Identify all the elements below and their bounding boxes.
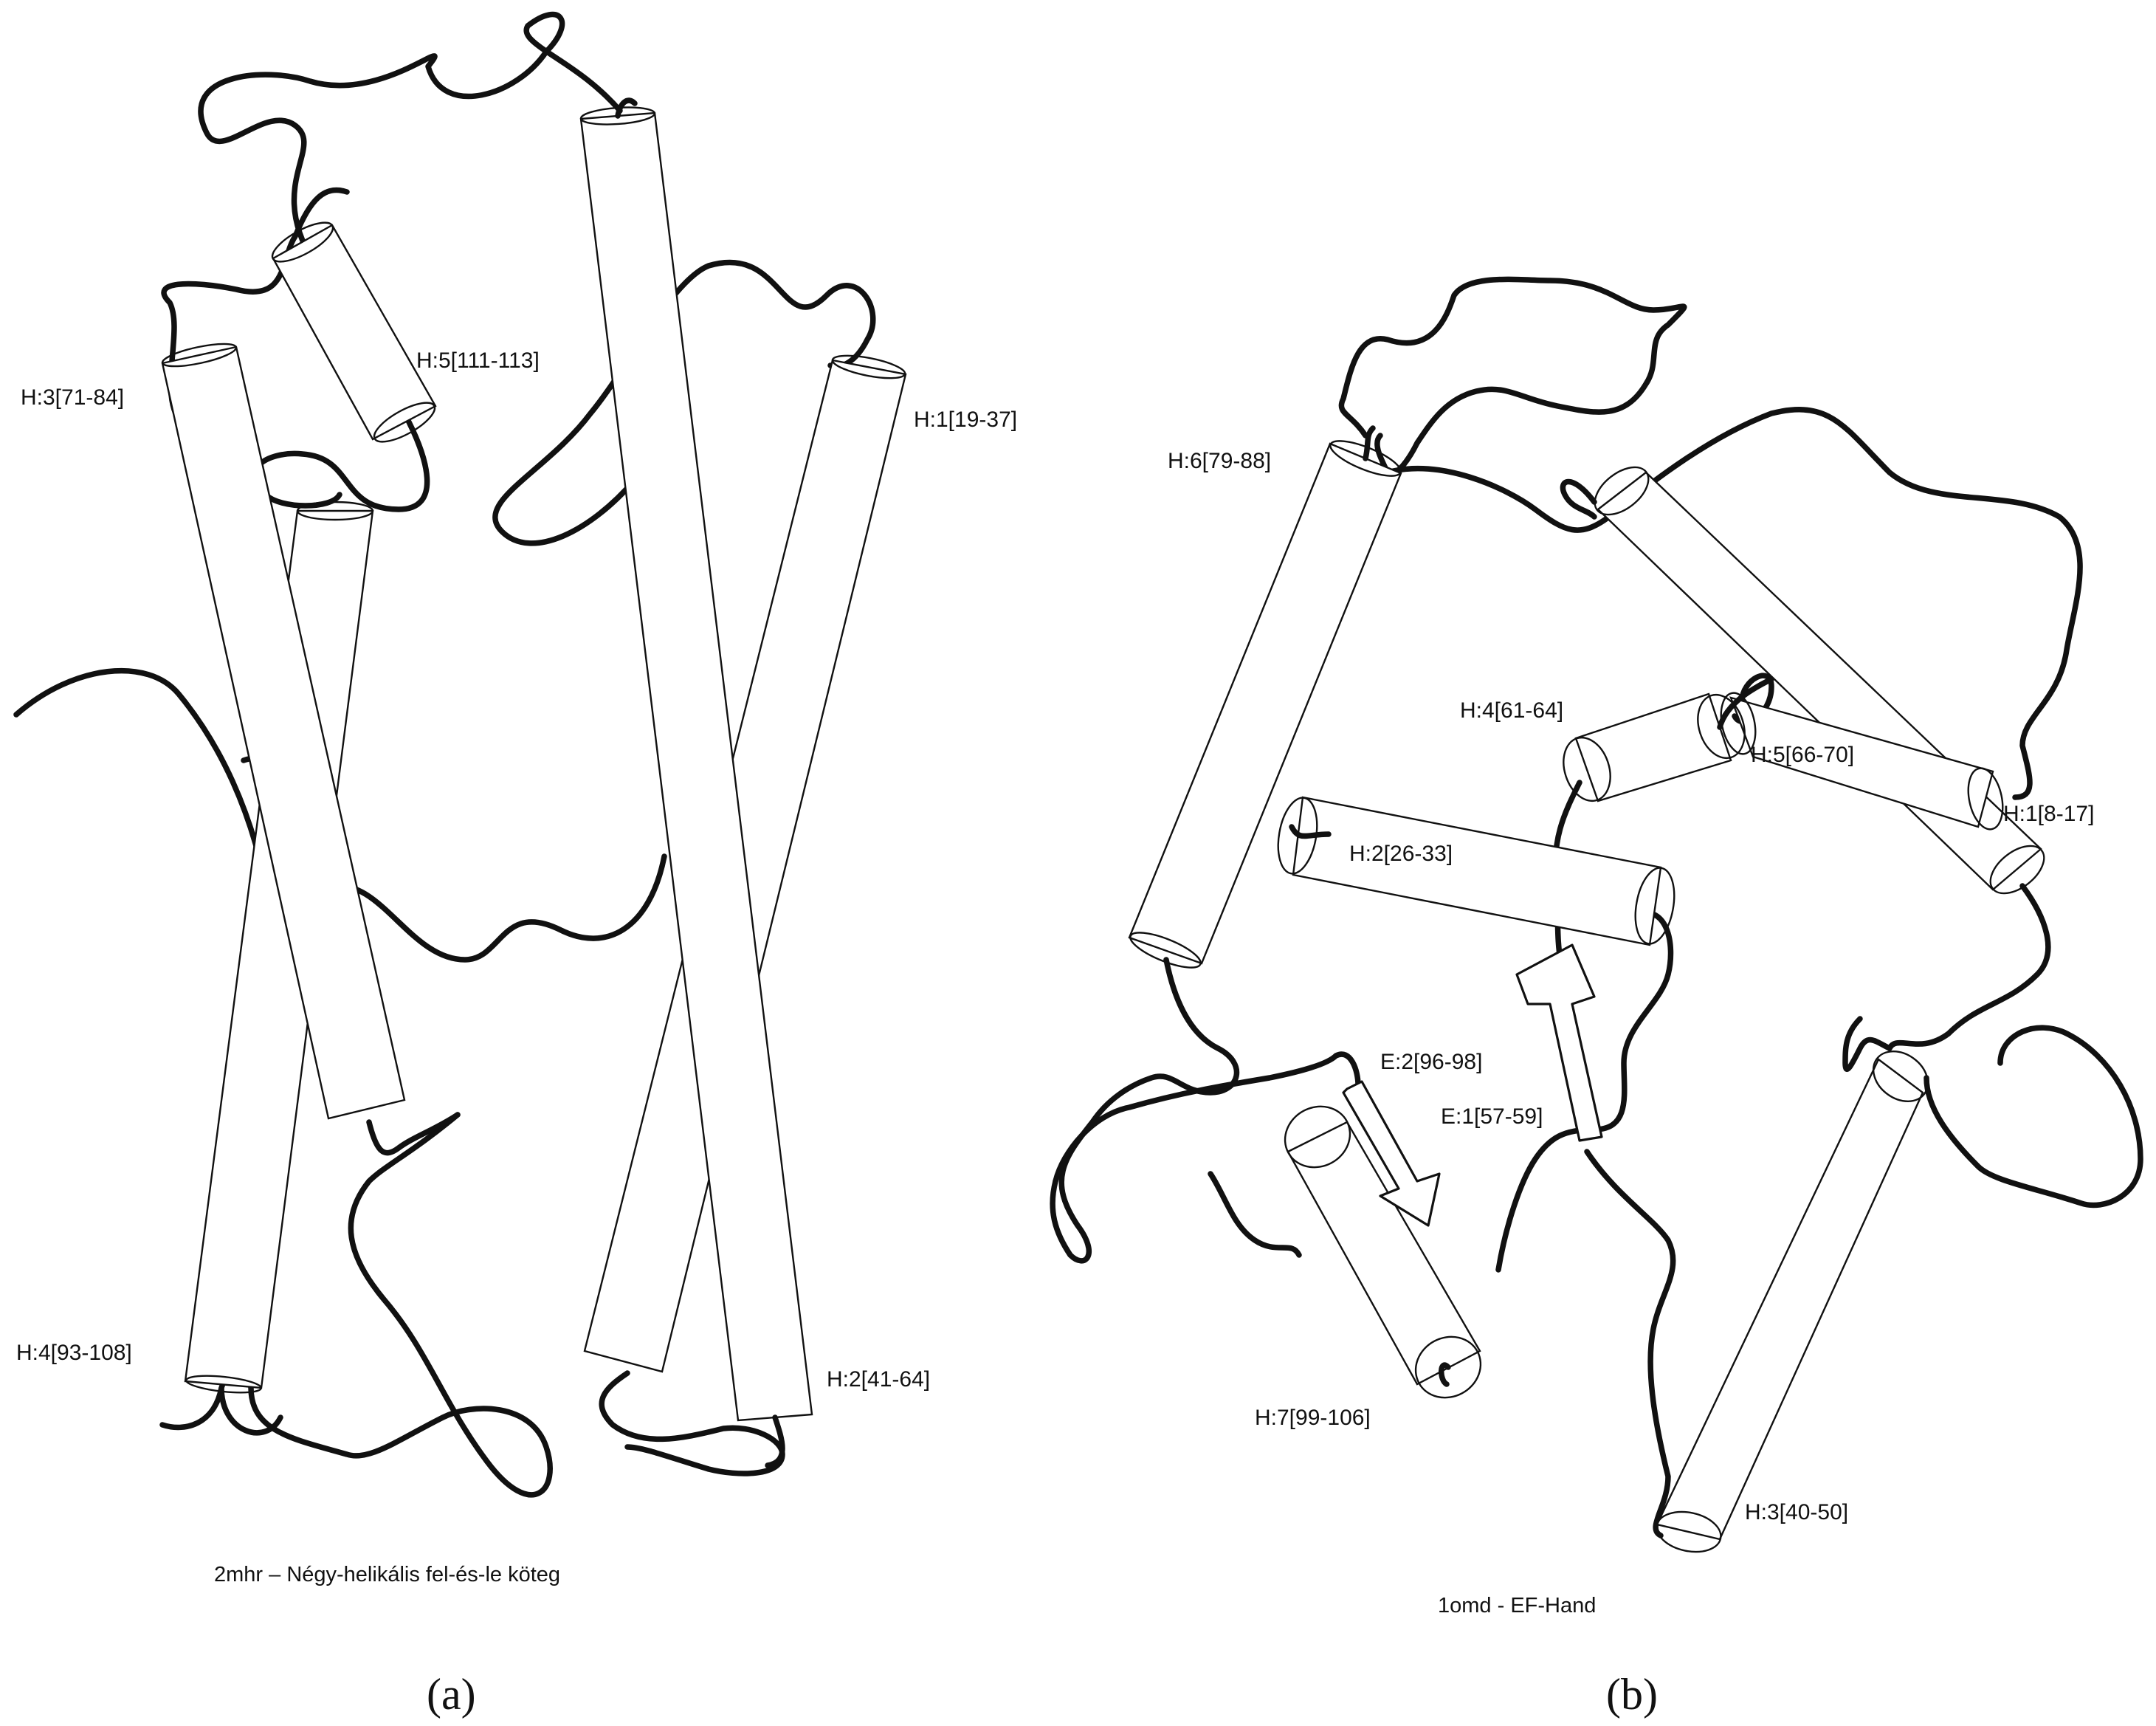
panel-b-caption: 1omd - EF-Hand — [1438, 1594, 1596, 1617]
label-b-e1: E:1[57-59] — [1441, 1104, 1543, 1129]
panel-b-helix-h3 — [1653, 1041, 1938, 1557]
panel-a-caption: 2mhr – Négy-helikális fel-és-le köteg — [214, 1563, 560, 1586]
panel-b-ef-hand: H:6[79-88] H:4[61-64] H:5[66-70] H:1[8-1… — [1053, 279, 2140, 1719]
label-b-e2: E:2[96-98] — [1380, 1050, 1482, 1074]
panel-a-letter: (a) — [427, 1670, 476, 1719]
panel-b-loop-h3-bottom — [1587, 1152, 1673, 1536]
panel-b-letter: (b) — [1606, 1670, 1658, 1719]
panel-b-helix-h4 — [1556, 689, 1752, 807]
panel-b-loop-top — [1341, 279, 1684, 475]
panel-b-helix-h6 — [1126, 434, 1405, 974]
panel-a-loop-h5-top — [201, 15, 620, 262]
label-b-h7: H:7[99-106] — [1255, 1406, 1371, 1430]
label-a-h5: H:5[111-113] — [416, 348, 540, 373]
label-b-h2: H:2[26-33] — [1349, 842, 1453, 866]
panel-a-n-terminal-loop — [16, 671, 266, 886]
panel-b-loop-h6-top — [1365, 428, 1373, 458]
panel-b-loop-h7-left — [1210, 1174, 1299, 1255]
label-b-h6: H:6[79-88] — [1168, 449, 1271, 473]
panel-b-helix-h2 — [1272, 794, 1679, 946]
label-b-h1: H:1[8-17] — [2003, 802, 2094, 826]
label-a-h2: H:2[41-64] — [827, 1367, 930, 1392]
panel-b-helix-h1 — [1586, 458, 2053, 903]
label-b-h3: H:3[40-50] — [1745, 1500, 1848, 1524]
label-b-h4: H:4[61-64] — [1460, 698, 1563, 723]
label-a-h3: H:3[71-84] — [21, 385, 124, 410]
panel-b-loop-h5-knot — [1563, 482, 1594, 518]
panel-b-loop-spiral — [1926, 1028, 2140, 1205]
panel-b-loop-right-bottom — [1890, 886, 2048, 1048]
panel-a-helix-h5 — [267, 216, 440, 450]
panel-a-loop-h5-lower — [254, 413, 427, 509]
panel-a-four-helix-bundle: H:3[71-84] H:5[111-113] H:1[19-37] H:4[9… — [16, 15, 1017, 1719]
label-b-h5: H:5[66-70] — [1751, 743, 1854, 767]
panel-b-loop-h7-end — [1442, 1365, 1448, 1384]
label-a-h4: H:4[93-108] — [16, 1341, 132, 1365]
label-a-h1: H:1[19-37] — [914, 408, 1017, 432]
panel-b-loop-left — [1053, 960, 1236, 1261]
